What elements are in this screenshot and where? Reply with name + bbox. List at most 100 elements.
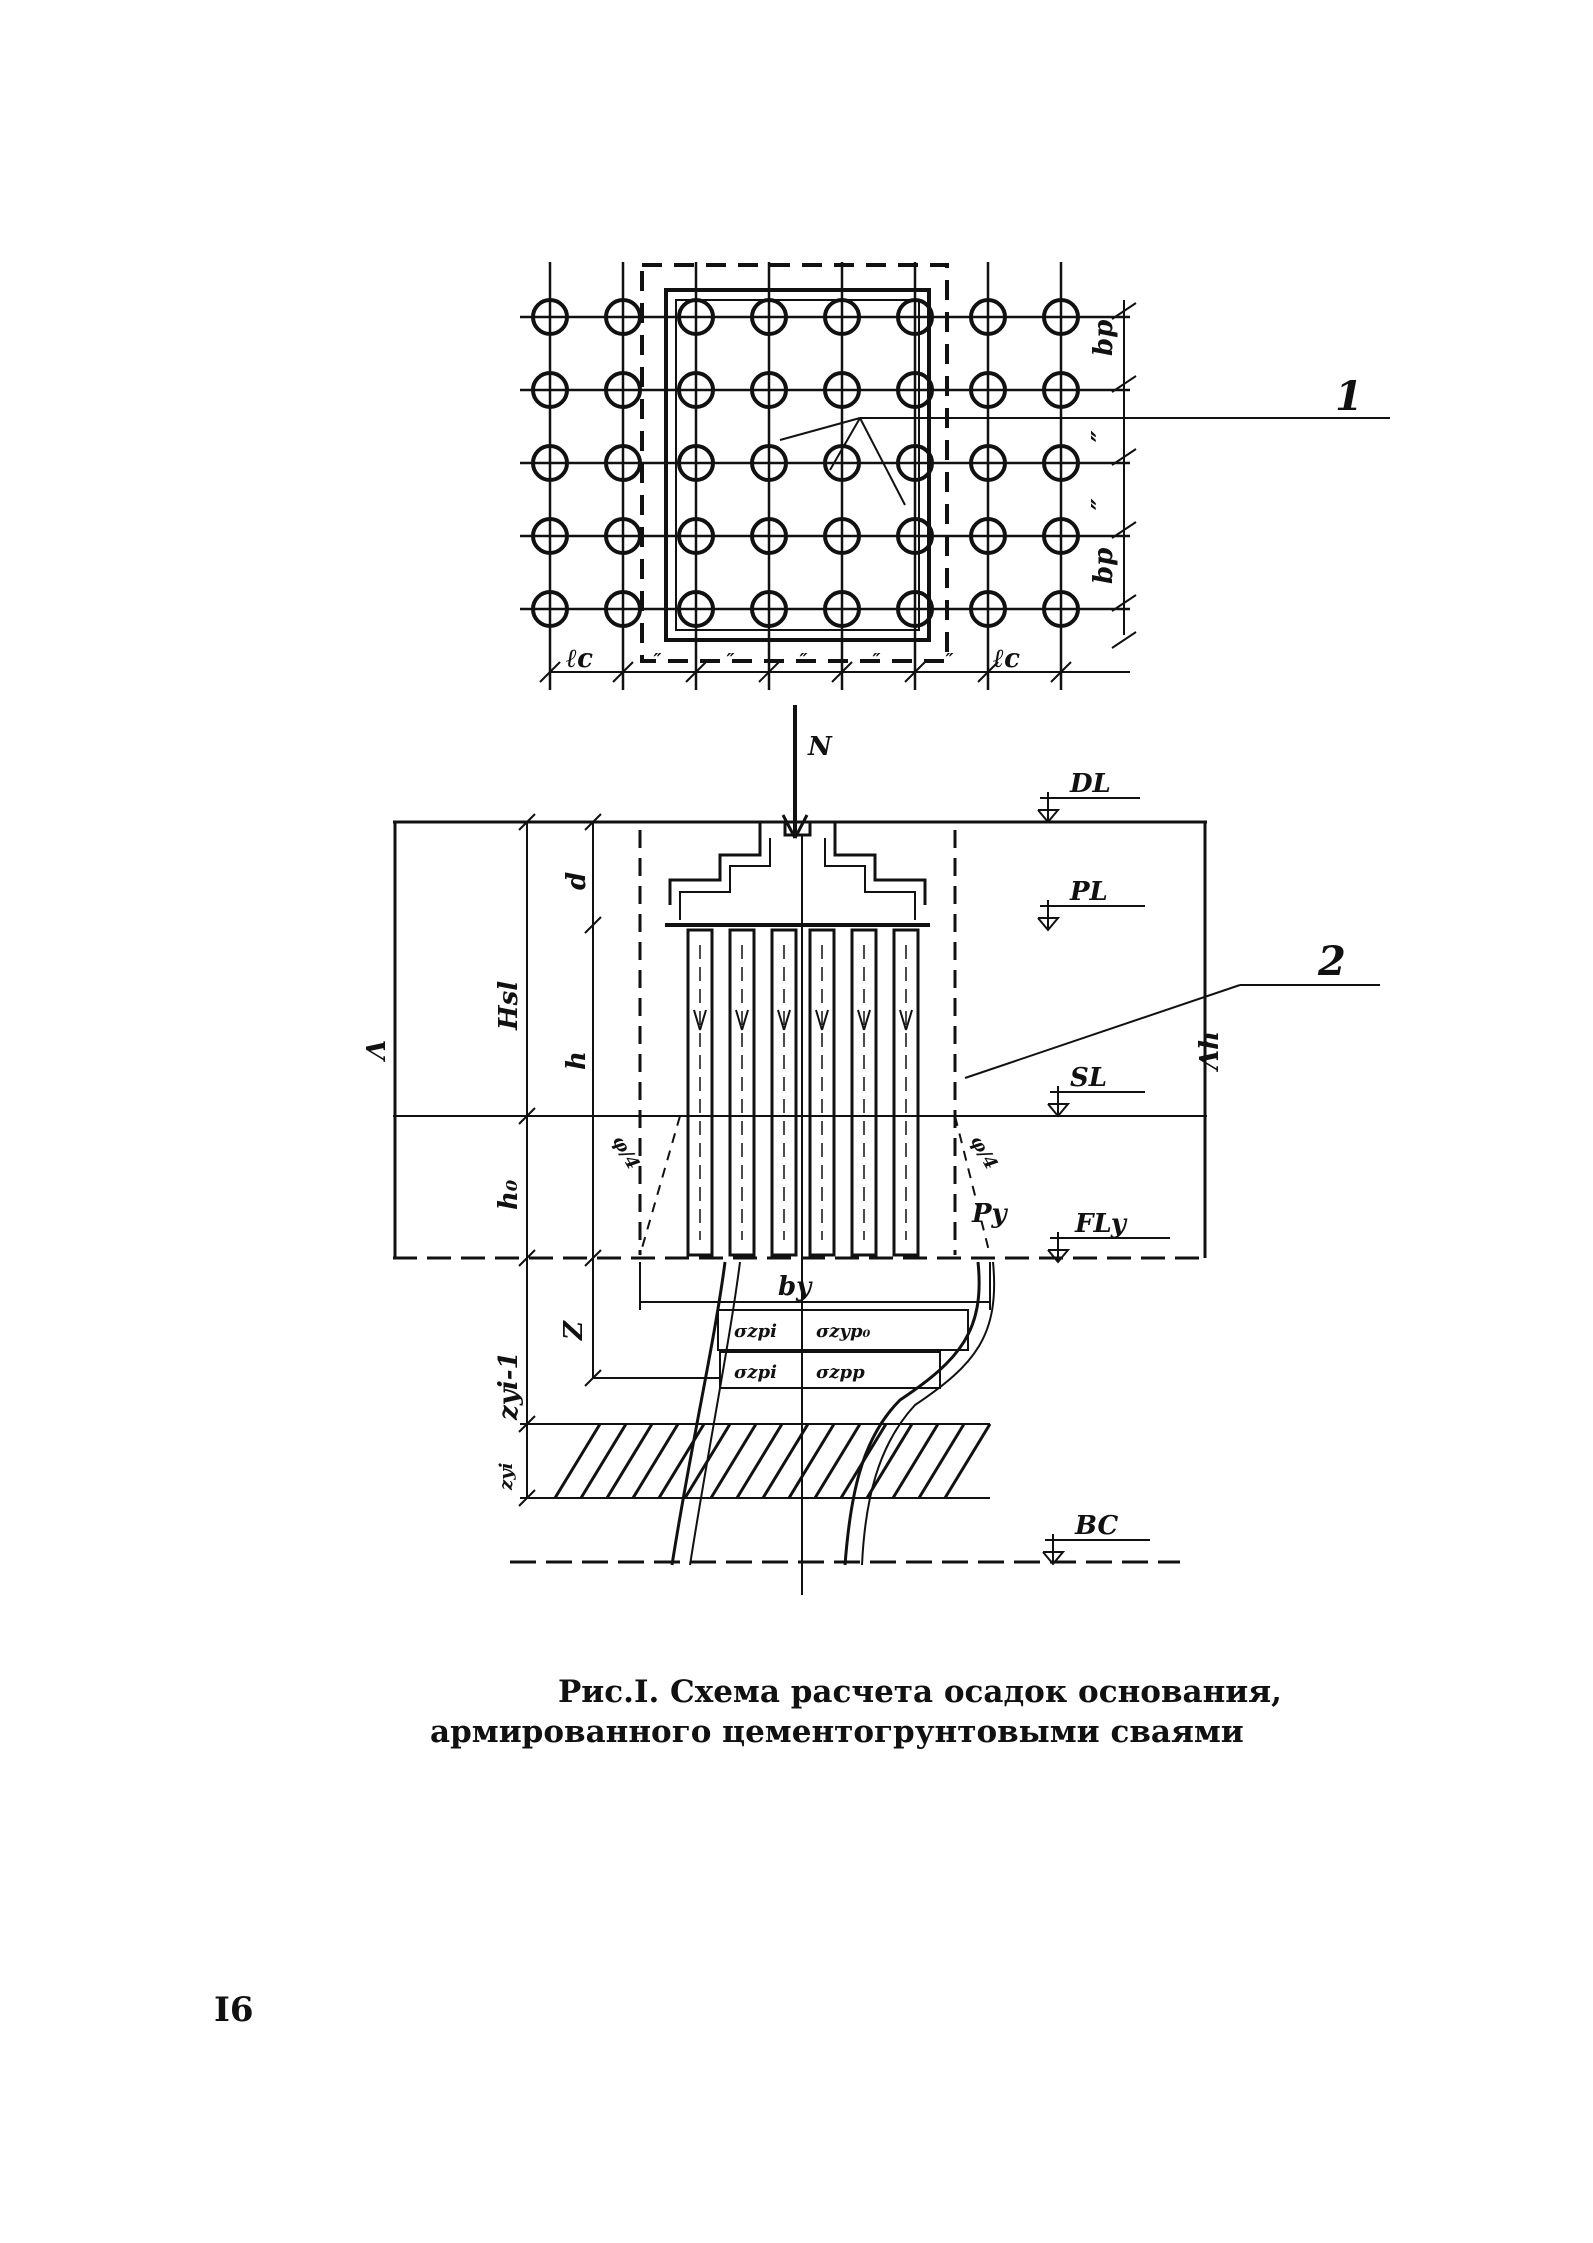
pile-circle [1042,590,1080,628]
hatched-soil-layer [553,1423,992,1499]
dimension-tick [612,661,634,683]
stress-curve-left-2 [689,1261,741,1566]
dimension-tick [518,1107,536,1125]
plan-edge-label-right: ℓc [993,644,1020,674]
stress-label-3: σzpi [734,1362,777,1383]
load-label-n: N [807,732,833,762]
pile-cap-inner-r [824,838,916,920]
stress-wedge-left [639,1115,681,1256]
hatch-line [839,1423,888,1499]
dimension-tick [518,813,536,831]
dimension-tick [904,661,926,683]
pile-circle [1042,444,1080,482]
pile-arrow [863,1009,871,1031]
plan-bottom-repeat-marks: ″ ″ ″ ″ ″ [654,650,954,671]
dimension-tick [977,661,999,683]
caption-line-2: армированного цементогрунтовыми сваями [430,1714,1244,1750]
hatch-line [657,1423,706,1499]
dimension-tick [1111,594,1137,612]
level-label-fly: FLy [1074,1209,1128,1239]
pile-circle [969,517,1007,555]
hatch-line [683,1423,732,1499]
pile-column [728,928,756,1257]
hatch-line [943,1423,992,1499]
plan-dimension-ticks [539,302,1137,683]
hatch-line [631,1423,680,1499]
callout-1-pointer-b [829,417,861,471]
pile-circle [677,371,715,409]
dimension-tick [518,1249,536,1267]
spacing-repeat-mark: ″ [873,650,881,671]
callout-1-label: 1 [1335,373,1363,420]
pile-arrow [693,1009,701,1031]
hatch-line [891,1423,940,1499]
pile-circle [823,444,861,482]
pile-circle [604,371,642,409]
pile-circle [531,590,569,628]
pile-cap-outline [668,820,927,905]
pile-circle [677,590,715,628]
pile-arrow [783,1009,791,1031]
section-dimension-ticks [518,813,602,1507]
callout-2-label: 2 [1317,938,1346,985]
pile-cap-inner [679,838,771,920]
pile-circle [896,371,934,409]
dimension-tick [1050,661,1072,683]
spacing-repeat-mark: ″ [727,650,735,671]
dimension-tick [584,813,602,831]
dimension-tick [758,661,780,683]
hatch-line [605,1423,654,1499]
depth-label-d: d [562,872,592,890]
foundation-outline-inner [675,299,920,631]
dimension-tick [584,916,602,934]
dimension-tick [518,1489,536,1507]
plan-spacing-repeat-1: ″ [1087,430,1117,442]
pile-circle [969,298,1007,336]
section-view [393,705,1380,1595]
width-label-by: by [778,1272,813,1302]
pile-circle [531,371,569,409]
level-label-dl: DL [1069,769,1111,799]
angle-label-right: φ/4 [966,1132,1002,1173]
pile-circle [1042,517,1080,555]
depth-label-h: h [562,1051,592,1070]
callout-1-pointer-a [779,417,861,441]
plan-edge-label-left: ℓc [566,644,593,674]
plan-spacing-label-top: bp [1089,320,1119,356]
pile-arrow [905,1009,913,1031]
spacing-repeat-mark: ″ [654,650,662,671]
callout-2-pointer [964,984,1241,1079]
level-label-bc: BC [1074,1511,1118,1541]
spacing-repeat-mark: ″ [800,650,808,671]
pile-arrow [821,1009,829,1031]
pile-circle [969,444,1007,482]
depth-label-hsl: Hsl [494,981,524,1031]
pile-circle [969,590,1007,628]
pile-circle [677,517,715,555]
page-number: I6 [214,1990,254,2030]
dimension-tick [1111,302,1137,320]
dimension-tick [831,661,853,683]
pile-circle [823,517,861,555]
pile-circle [531,298,569,336]
level-label-pl: PL [1069,877,1108,907]
pile-arrow [899,1009,907,1031]
stress-wedge-right [954,1115,991,1256]
pile-plan-view [520,262,1390,690]
hatch-line [761,1423,810,1499]
hatch-line [813,1423,862,1499]
caption-line-1: Рис.I. Схема расчета осадок основания, [558,1674,1282,1710]
pile-column [850,928,878,1257]
depth-label-z: Z [559,1320,589,1341]
pile-arrow [777,1009,785,1031]
pile-circle [531,444,569,482]
dimension-tick [584,1369,602,1387]
stress-label-2: σzyp₀ [816,1321,871,1342]
hatch-line [579,1423,628,1499]
mark-right: Λh [1195,1031,1225,1073]
level-label-sl: SL [1070,1063,1107,1093]
section-piles [638,830,957,1257]
pile-circle [1042,371,1080,409]
spacing-repeat-mark: ″ [946,650,954,671]
dimension-tick [539,661,561,683]
